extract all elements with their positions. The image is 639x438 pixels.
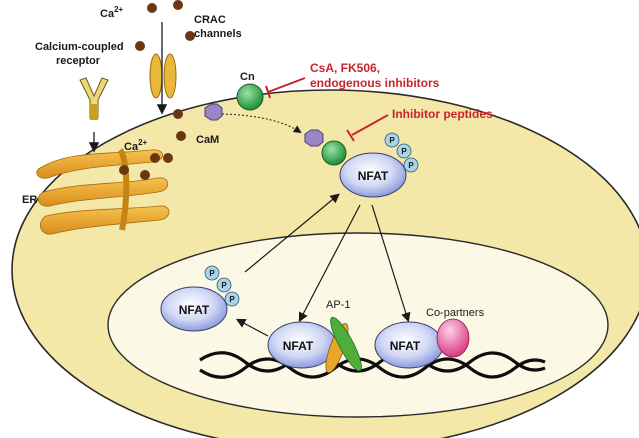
cam-binding-dotted-path [221,113,302,134]
calcium-coupled-receptor-icon [79,77,109,120]
receptor-label: Calcium-coupled receptor [35,41,127,67]
nfat-copartner-label: NFAT [390,339,421,353]
cam-label: CaM [196,134,219,146]
nfat-rephosphorylation-arrow [235,318,269,337]
phosphate-groups-cyto: P P P [384,132,419,173]
nfat-import-arrow-right [371,204,411,323]
calmodulin-octagon-bound [304,129,324,147]
calmodulin-octagon-free [204,103,223,121]
nfat-nuclear-left-label: NFAT [179,303,210,317]
svg-text:P: P [401,147,407,156]
svg-text:P: P [209,269,215,278]
svg-text:P: P [389,136,395,145]
nuclear-nfat-phosphorylated: NFAT P P P [160,265,240,332]
nfat-import-arrow-left [298,204,361,323]
nfat-cyto-label: NFAT [358,169,389,183]
nfat-copartner-complex: NFAT Co-partners [374,307,485,369]
nfat-ap1-label: NFAT [283,339,314,353]
ap1-label: AP-1 [326,299,350,311]
copartners-label: Co-partners [426,307,485,319]
er-label: ER [22,194,37,206]
crac-channel-icon [149,53,177,99]
svg-text:P: P [408,161,414,170]
svg-text:P: P [221,281,227,290]
svg-text:P: P [229,295,235,304]
inhibitor-cn-symbol [265,77,306,99]
calcineurin-free [236,83,264,111]
dna-helix [199,351,546,379]
nfat-export-arrow [244,193,340,273]
cytoplasmic-nfat-complex: NFAT P P P [304,129,419,198]
copartner-protein [436,318,470,358]
calcineurin-bound [321,140,347,166]
endoplasmic-reticulum [36,148,170,235]
nfat-nuclear-left [160,286,228,332]
inhibitor-peptides-symbol [346,114,389,142]
inhibitor-peptides-label: Inhibitor peptides [392,107,493,121]
cn-label: Cn [240,71,255,83]
cn-inhibitors-label: CsA, FK506, endogenous inhibitors [310,61,440,90]
phosphate-groups-nuclear: P P P [204,265,240,307]
crac-channels-label: CRAC channels [194,14,242,40]
ca-top-label: Ca2+ [100,5,124,20]
ap1-green-subunit [330,316,362,372]
calcium-ions [119,0,195,180]
nfat-ap1-complex: NFAT AP-1 [267,299,362,373]
nucleus [107,232,609,418]
ca-mid-label: Ca2+ [124,138,148,153]
nfat-cytoplasmic [339,152,407,198]
